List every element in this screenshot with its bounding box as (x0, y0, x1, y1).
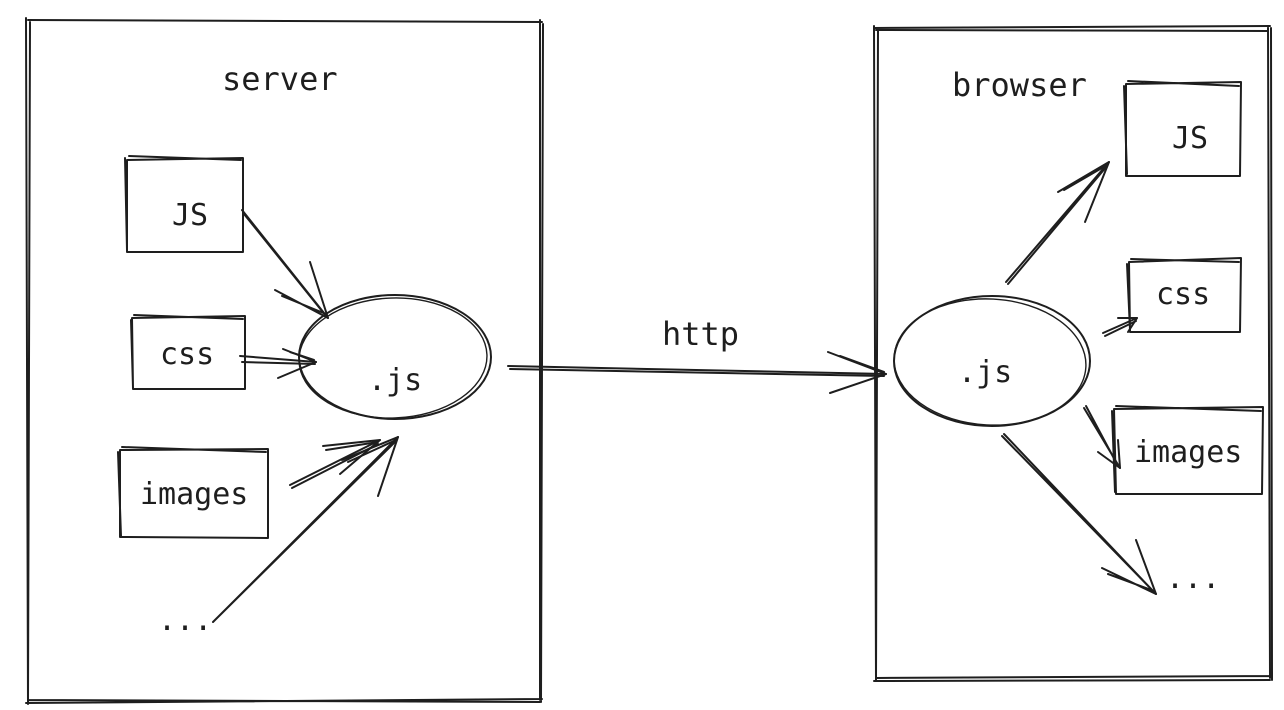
browser-css-box: css (1126, 257, 1242, 333)
server-arrow-ellipsis (212, 436, 399, 623)
browser-css-label: css (1156, 277, 1210, 312)
browser-arrow-ellipsis (1001, 433, 1157, 595)
http-connection: http (507, 315, 887, 394)
server-panel: server JS css images ... .js (25, 17, 544, 705)
server-js-box: JS (124, 155, 244, 253)
server-arrow-css (239, 348, 317, 379)
server-css-label: css (160, 337, 214, 372)
browser-js-box: JS (1123, 80, 1242, 177)
server-images-box: images (117, 446, 269, 539)
server-js-node-label: .js (368, 363, 422, 398)
browser-js-node-label: .js (958, 355, 1012, 390)
browser-arrow-images (1083, 405, 1121, 469)
server-css-box: css (130, 314, 246, 390)
server-js-label: JS (172, 198, 208, 233)
browser-js-node: .js (893, 295, 1091, 427)
browser-arrow-js (1005, 161, 1110, 285)
browser-js-label: JS (1172, 121, 1208, 156)
browser-title: browser (952, 66, 1087, 104)
browser-images-box: images (1111, 405, 1264, 495)
browser-ellipsis-label: ... (1166, 561, 1220, 596)
server-title: server (222, 60, 338, 98)
browser-panel: browser .js JS css images ... (873, 25, 1273, 682)
http-label: http (662, 315, 739, 353)
server-arrow-images (289, 439, 381, 489)
server-images-label: images (140, 477, 248, 512)
server-arrow-js (241, 209, 329, 319)
browser-images-label: images (1134, 435, 1242, 470)
server-ellipsis-label: ... (158, 603, 212, 638)
server-js-node: .js (298, 294, 492, 420)
browser-arrow-css (1102, 317, 1138, 337)
